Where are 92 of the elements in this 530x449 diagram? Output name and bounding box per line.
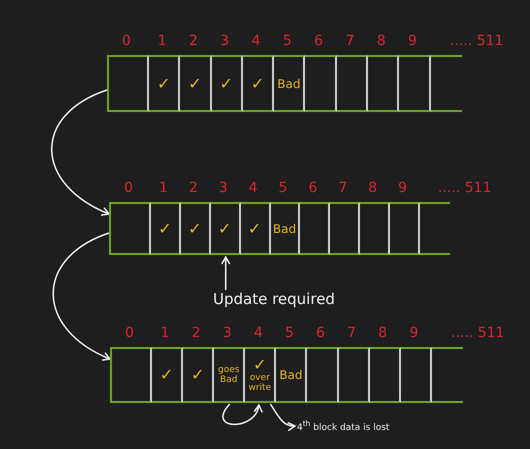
check-mark: ✓ <box>248 220 262 236</box>
check-mark: ✓ <box>188 220 202 236</box>
index-number: 2 <box>192 325 201 341</box>
index-range: ..... 511 <box>438 180 492 196</box>
index-number: 0 <box>122 33 131 49</box>
memory-cell <box>430 55 462 112</box>
index-number: 1 <box>158 33 167 49</box>
check-mark: ✓ <box>158 220 172 236</box>
index-number: 6 <box>308 180 318 196</box>
annotation-text: Update required <box>213 290 335 308</box>
index-number: 8 <box>368 180 378 196</box>
memory-cell <box>338 347 370 403</box>
memory-cell <box>180 202 211 255</box>
index-number: 2 <box>188 180 198 196</box>
memory-cell <box>276 347 308 403</box>
arrow <box>220 256 230 290</box>
memory-cell <box>112 347 152 403</box>
status-text: over write <box>248 373 272 393</box>
index-number: 8 <box>376 33 386 49</box>
index-number: 4 <box>252 33 260 49</box>
check-mark: ✓ <box>188 76 202 92</box>
memory-cell <box>300 202 330 255</box>
status-text: Bad <box>279 369 303 381</box>
memory-cell <box>368 55 400 112</box>
memory-cell <box>305 55 337 112</box>
index-number: 3 <box>222 325 232 341</box>
memory-cell <box>360 202 390 255</box>
index-number: 4 <box>254 325 263 341</box>
index-number: 3 <box>218 180 228 196</box>
memory-cell <box>420 202 450 255</box>
memory-cell <box>151 202 181 255</box>
curved-arrow <box>52 232 111 360</box>
memory-cell <box>336 55 368 112</box>
status-text: goes Bad <box>217 365 240 385</box>
memory-cell <box>245 347 276 403</box>
status-text: Bad <box>272 222 296 234</box>
memory-cell <box>210 202 241 255</box>
memory-cell <box>400 347 432 403</box>
index-number: 1 <box>158 180 168 196</box>
memory-cell <box>274 55 306 112</box>
index-number: 3 <box>220 33 230 49</box>
check-mark: ✓ <box>156 76 170 92</box>
memory-cell <box>180 55 212 112</box>
check-mark: ✓ <box>160 367 174 383</box>
block-array <box>109 202 450 255</box>
memory-cell <box>370 347 401 403</box>
memory-cell <box>212 55 243 112</box>
memory-cell <box>270 202 300 255</box>
index-number: 5 <box>282 33 292 49</box>
curved-arrow <box>222 404 262 426</box>
index-number: 5 <box>278 180 288 196</box>
memory-cell <box>240 202 271 255</box>
block-array <box>110 347 463 403</box>
memory-cell <box>307 347 339 403</box>
index-number: 7 <box>338 180 348 196</box>
block-array <box>107 55 462 112</box>
memory-cell <box>109 55 149 112</box>
index-range: ..... 511 <box>451 325 504 341</box>
memory-cell <box>111 202 151 255</box>
annotation-text: 4$^{th}$ block data is lost <box>297 419 390 433</box>
index-number: 7 <box>345 33 354 49</box>
index-number: 5 <box>284 325 294 341</box>
index-number: 9 <box>408 33 417 49</box>
index-range: ..... 511 <box>450 33 504 49</box>
check-mark: ✓ <box>220 76 233 92</box>
check-mark: ✓ <box>218 220 232 236</box>
status-text: Bad <box>277 78 300 90</box>
index-number: 2 <box>188 33 198 49</box>
memory-cell <box>242 55 274 112</box>
memory-cell <box>399 55 431 112</box>
memory-cell <box>432 347 463 403</box>
index-number: 7 <box>347 325 356 341</box>
index-number: 8 <box>378 325 388 341</box>
index-number: 6 <box>314 33 324 49</box>
index-number: 1 <box>160 325 170 341</box>
memory-cell <box>390 202 420 255</box>
index-number: 0 <box>125 325 134 341</box>
memory-cell <box>214 347 246 403</box>
memory-cell <box>149 55 180 112</box>
index-number: 9 <box>409 325 418 341</box>
memory-cell <box>330 202 360 255</box>
check-mark: ✓ <box>190 367 204 383</box>
memory-cell <box>152 347 184 403</box>
check-mark: ✓ <box>253 357 267 373</box>
curved-arrow <box>270 404 296 431</box>
check-mark: ✓ <box>250 76 264 92</box>
index-number: 6 <box>316 325 325 341</box>
curved-arrow <box>51 89 110 216</box>
memory-cell <box>183 347 214 403</box>
index-number: 4 <box>248 180 258 196</box>
index-number: 0 <box>124 180 133 196</box>
index-number: 9 <box>398 180 408 196</box>
